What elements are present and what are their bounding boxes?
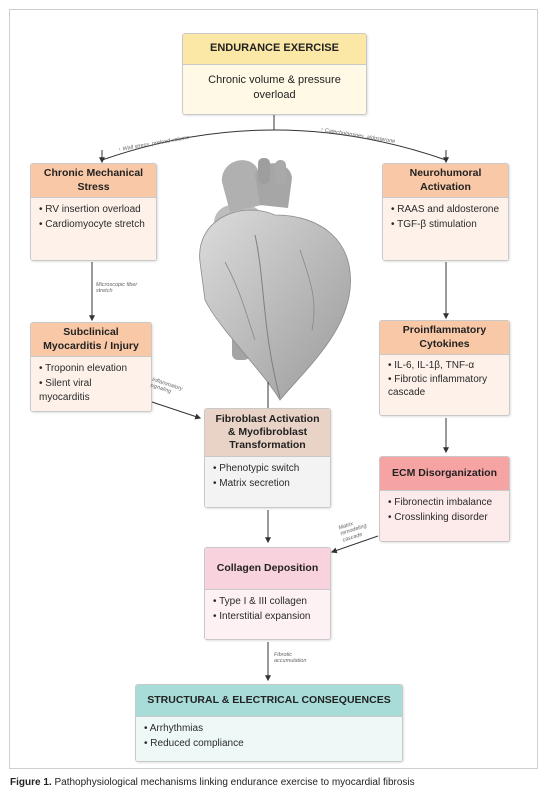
fibroblast-title: Fibroblast Activation & Myofibroblast Tr… <box>205 409 330 457</box>
myocarditis-item: Silent viral myocarditis <box>39 377 143 406</box>
heart-illustration <box>199 158 351 401</box>
chronic-stress-item: Cardiomyocyte stretch <box>39 218 148 233</box>
caption-text: Pathophysiological mechanisms linking en… <box>54 777 415 788</box>
ecm-box: ECM Disorganization Fibronectin imbalanc… <box>379 456 510 542</box>
neurohumoral-title: Neurohumoral Activation <box>383 164 508 198</box>
chronic-stress-list: RV insertion overload Cardiomyocyte stre… <box>31 198 156 260</box>
myocarditis-box: Subclinical Myocarditis / Injury Troponi… <box>30 322 152 412</box>
cytokines-list: IL-6, IL-1β, TNF-α Fibrotic inflammatory… <box>380 355 509 415</box>
neurohumoral-item: RAAS and aldosterone <box>391 203 500 218</box>
fibroblast-item: Phenotypic switch <box>213 462 322 477</box>
chronic-stress-title: Chronic Mechanical Stress <box>31 164 156 198</box>
chronic-stress-box: Chronic Mechanical Stress RV insertion o… <box>30 163 157 261</box>
fibroblast-list: Phenotypic switch Matrix secretion <box>205 457 330 507</box>
ecm-title: ECM Disorganization <box>380 457 509 491</box>
fibroblast-item: Matrix secretion <box>213 477 322 492</box>
myocarditis-list: Troponin elevation Silent viral myocardi… <box>31 357 151 411</box>
chronic-stress-item: RV insertion overload <box>39 203 148 218</box>
ecm-item: Fibronectin imbalance <box>388 496 501 511</box>
cytokines-item: Fibrotic inflammatory cascade <box>388 373 501 400</box>
consequences-item: Arrhythmias <box>144 722 394 737</box>
consequences-box: STRUCTURAL & ELECTRICAL CONSEQUENCES Arr… <box>135 684 403 762</box>
myocarditis-title: Subclinical Myocarditis / Injury <box>31 323 151 357</box>
neurohumoral-list: RAAS and aldosterone TGF-β stimulation <box>383 198 508 260</box>
collagen-box: Collagen Deposition Type I & III collage… <box>204 547 331 640</box>
collagen-list: Type I & III collagen Interstitial expan… <box>205 590 330 639</box>
fibroblast-box: Fibroblast Activation & Myofibroblast Tr… <box>204 408 331 508</box>
cytokines-title: Proinflammatory Cytokines <box>380 321 509 355</box>
endurance-exercise-box: ENDURANCE EXERCISE Chronic volume & pres… <box>182 33 367 115</box>
figure-caption: Figure 1. Pathophysiological mechanisms … <box>10 777 415 788</box>
edge-label-microscopic: Microscopic fiber stretch <box>96 282 138 295</box>
caption-label: Figure 1. <box>10 777 52 788</box>
ecm-list: Fibronectin imbalance Crosslinking disor… <box>380 491 509 541</box>
edge-label-fibrotic: Fibrotic accumulation <box>274 652 307 665</box>
neurohumoral-item: TGF-β stimulation <box>391 218 500 233</box>
consequences-title: STRUCTURAL & ELECTRICAL CONSEQUENCES <box>136 685 402 717</box>
cytokines-box: Proinflammatory Cytokines IL-6, IL-1β, T… <box>379 320 510 416</box>
endurance-exercise-title: ENDURANCE EXERCISE <box>183 34 366 65</box>
consequences-list: Arrhythmias Reduced compliance <box>136 717 402 761</box>
neurohumoral-box: Neurohumoral Activation RAAS and aldoste… <box>382 163 509 261</box>
collagen-item: Interstitial expansion <box>213 610 322 625</box>
collagen-title: Collagen Deposition <box>205 548 330 590</box>
ecm-item: Crosslinking disorder <box>388 511 501 526</box>
endurance-exercise-body: Chronic volume & pressure overload <box>183 65 366 114</box>
cytokines-item: IL-6, IL-1β, TNF-α <box>388 359 501 373</box>
consequences-item: Reduced compliance <box>144 737 394 752</box>
collagen-item: Type I & III collagen <box>213 595 322 610</box>
myocarditis-item: Troponin elevation <box>39 362 143 377</box>
